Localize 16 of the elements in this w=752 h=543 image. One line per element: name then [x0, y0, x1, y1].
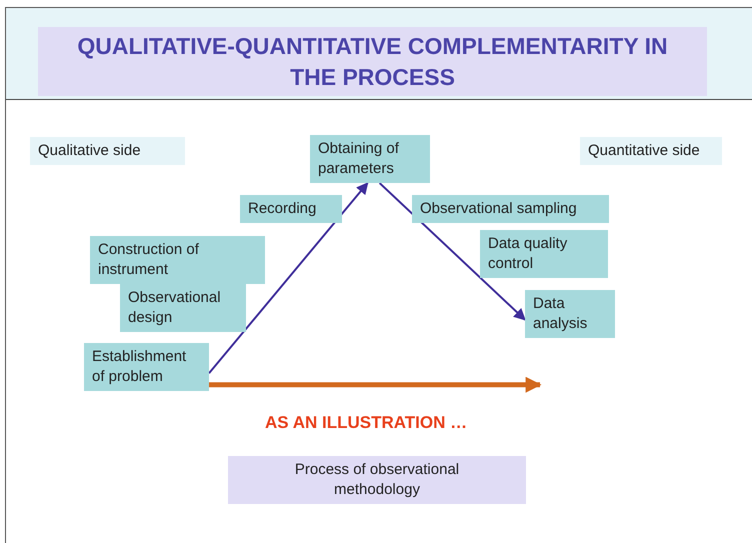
step-box: Construction of instrument	[90, 236, 265, 284]
slide-title: QUALITATIVE-QUANTITATIVE COMPLEMENTARITY IN THE PROCESS	[38, 27, 707, 96]
step-box: Establishment of problem	[84, 343, 209, 391]
summary-box: Process of observational methodology	[228, 456, 526, 504]
note-text: AS AN ILLUSTRATION …	[265, 413, 468, 433]
step-box: Data analysis	[525, 290, 615, 338]
step-box: Obtaining of parameters	[310, 135, 430, 183]
step-box: Recording	[240, 195, 342, 223]
step-box: Observational sampling	[412, 195, 609, 223]
arrow	[208, 182, 368, 374]
step-box: Data quality control	[480, 230, 608, 278]
step-box: Observational design	[120, 284, 246, 332]
side-label-box: Quantitative side	[580, 137, 722, 165]
arrow	[378, 182, 526, 321]
arrow	[209, 376, 542, 393]
side-label-box: Qualitative side	[30, 137, 185, 165]
